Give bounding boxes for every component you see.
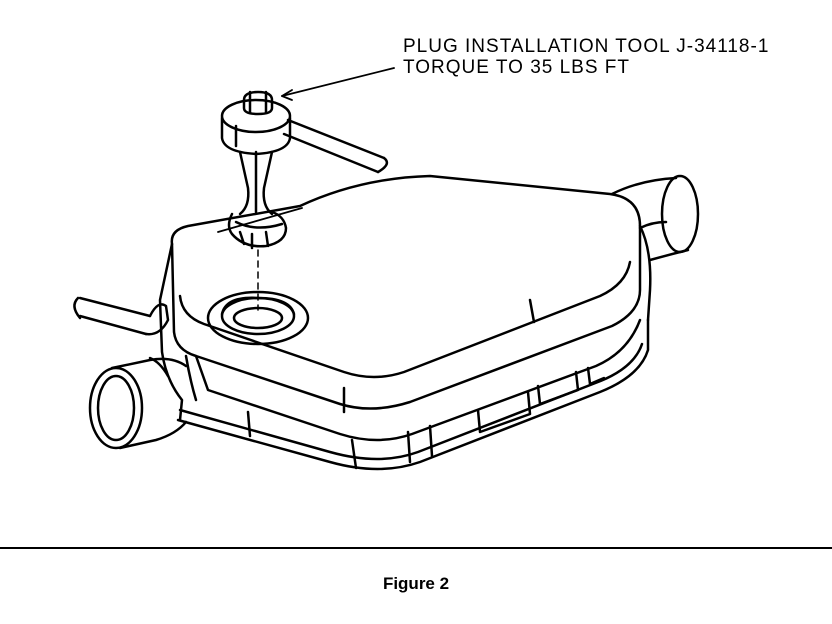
figure-caption: Figure 2: [382, 574, 450, 593]
leader-lines: [217, 67, 395, 233]
reservoir-tank: [158, 174, 652, 471]
right-outlet-pipe: [610, 174, 700, 262]
callout-tool-name: PLUG INSTALLATION TOOL J-34118-1: [403, 36, 770, 57]
tool-callout: PLUG INSTALLATION TOOL J-34118-1 TORQUE …: [403, 36, 769, 78]
plug-installation-tool: [220, 90, 389, 311]
callout-torque-spec: TORQUE TO 35 LBS FT: [403, 57, 631, 78]
left-inlet-pipe: [88, 356, 188, 450]
fill-port: [206, 290, 310, 346]
left-small-tube: [73, 296, 170, 336]
